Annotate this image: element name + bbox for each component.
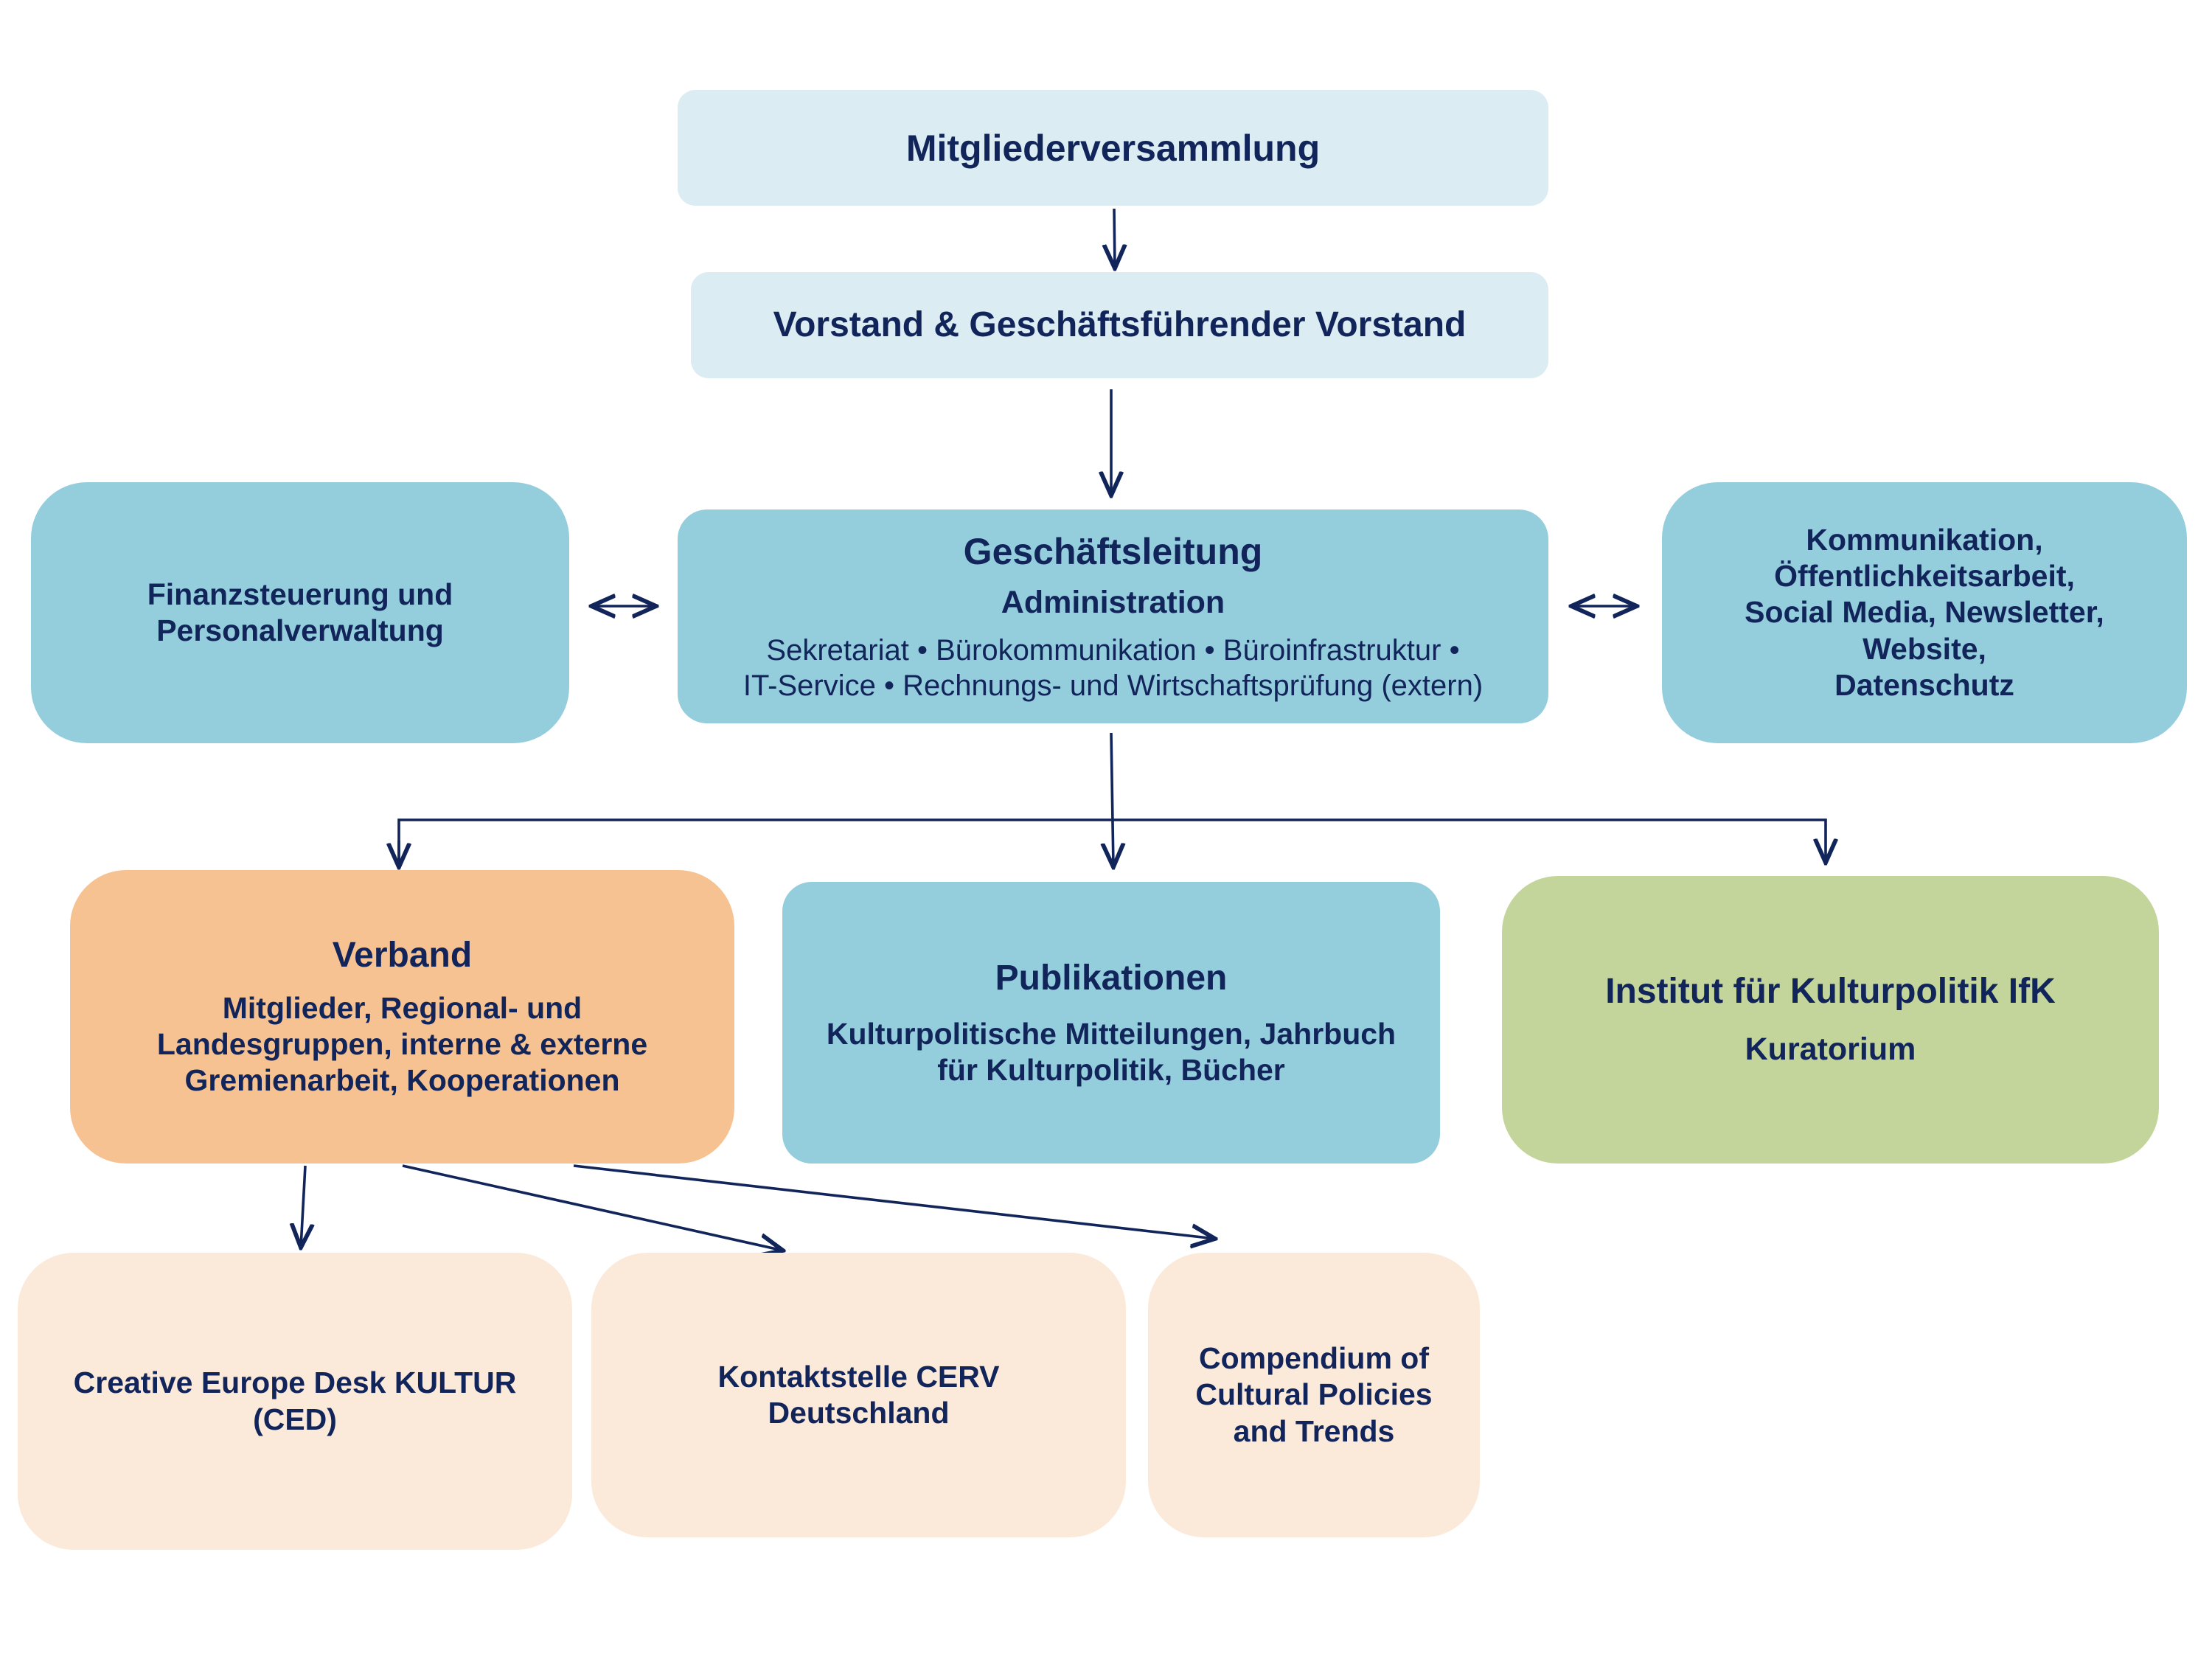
node-title: Verband	[332, 936, 473, 975]
node-subtitle: Kuratorium	[1745, 1032, 1916, 1067]
node-line: Öffentlichkeitsarbeit,	[1774, 559, 2075, 594]
node-line: Kulturpolitische Mitteilungen, Jahrbuch	[826, 1016, 1397, 1051]
node-title: Mitgliederversammlung	[905, 127, 1321, 169]
node-line: Kontaktstelle CERV	[717, 1359, 1000, 1394]
node-vorstand: Vorstand & Geschäftsführender Vorstand	[691, 272, 1548, 378]
node-line: Personalverwaltung	[156, 613, 444, 647]
node-line: Gremienarbeit, Kooperationen	[184, 1063, 620, 1098]
arrow-verband-to-cerv	[402, 1164, 783, 1251]
arrow-mv-to-vorstand	[1114, 208, 1115, 268]
node-title: Publikationen	[995, 959, 1228, 998]
arrow-verband-to-compendium	[573, 1164, 1215, 1239]
node-cerv: Kontaktstelle CERV Deutschland	[591, 1253, 1126, 1537]
node-kommunikation: Kommunikation, Öffentlichkeitsarbeit, So…	[1662, 482, 2187, 743]
node-line: Landesgruppen, interne & externe	[156, 1027, 648, 1062]
node-title: Vorstand & Geschäftsführender Vorstand	[773, 305, 1467, 345]
node-compendium: Compendium of Cultural Policies and Tren…	[1148, 1253, 1480, 1537]
node-line: Cultural Policies	[1195, 1377, 1433, 1412]
node-line: Kommunikation,	[1806, 523, 2043, 557]
node-subtitle: Administration	[1001, 585, 1225, 621]
node-title: Geschäftsleitung	[963, 531, 1263, 573]
node-publikationen: Publikationen Kulturpolitische Mitteilun…	[782, 882, 1440, 1164]
node-institut: Institut für Kulturpolitik IfK Kuratoriu…	[1502, 876, 2159, 1164]
node-line: Social Media, Newsletter,	[1745, 595, 2104, 630]
node-line: Mitglieder, Regional- und	[222, 991, 582, 1026]
node-geschaeftsleitung: Geschäftsleitung Administration Sekretar…	[678, 509, 1548, 723]
node-verband: Verband Mitglieder, Regional- und Landes…	[70, 870, 734, 1164]
node-line: Deutschland	[768, 1396, 950, 1430]
node-line: and Trends	[1233, 1413, 1395, 1448]
node-line: Sekretariat • Bürokommunikation • Büroin…	[766, 633, 1460, 667]
node-line: Datenschutz	[1834, 667, 2014, 702]
node-line: für Kulturpolitik, Bücher	[937, 1052, 1285, 1087]
node-finanzsteuerung: Finanzsteuerung und Personalverwaltung	[31, 482, 569, 743]
node-mitgliederversammlung: Mitgliederversammlung	[678, 90, 1548, 206]
arrow-verband-to-ced	[301, 1165, 305, 1248]
node-line: Finanzsteuerung und	[147, 577, 453, 611]
node-line: Website,	[1863, 631, 1986, 666]
node-line: (CED)	[253, 1402, 337, 1436]
node-line: Compendium of	[1198, 1341, 1430, 1376]
node-line: Creative Europe Desk KULTUR	[73, 1366, 517, 1400]
arrow-gl-to-publikationen	[1111, 732, 1113, 867]
node-title: Institut für Kulturpolitik IfK	[1605, 972, 2056, 1012]
node-ced: Creative Europe Desk KULTUR (CED)	[18, 1253, 572, 1550]
node-line: IT-Service • Rechnungs- und Wirtschaftsp…	[742, 669, 1484, 702]
